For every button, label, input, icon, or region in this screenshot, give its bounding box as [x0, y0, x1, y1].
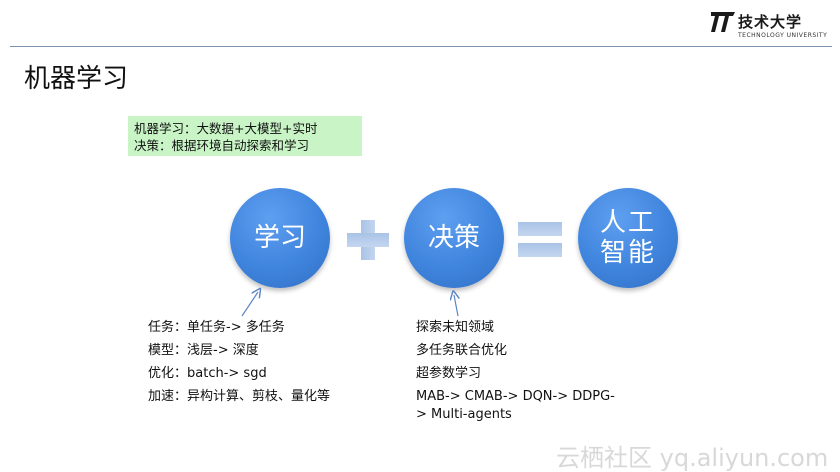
slide-title: 机器学习	[24, 64, 129, 94]
watermark: 云栖社区 yq.aliyun.com	[556, 444, 829, 472]
decision-arrow	[454, 295, 458, 317]
list-item: 探索未知领域	[416, 320, 495, 335]
list-item: MAB-> CMAB-> DQN-> DDPG-	[416, 389, 615, 404]
list-item: 超参数学习	[416, 366, 482, 381]
list-item: 模型：浅层-> 深度	[148, 343, 259, 358]
callout-line: 机器学习：大数据+大模型+实时	[134, 121, 318, 136]
logo-text: 技术大学	[738, 13, 803, 31]
decision-label: 决策	[427, 223, 480, 253]
list-item: 加速：异构计算、剪枝、量化等	[148, 389, 331, 404]
logo-subtext: TECHNOLOGY UNIVERSITY	[738, 32, 828, 39]
learning-circle: 学习	[230, 188, 330, 288]
callout-line: 决策：根据环境自动探索和学习	[134, 138, 310, 153]
header-rule	[10, 46, 832, 47]
list-item: > Multi-agents	[416, 407, 512, 422]
decision-list: 探索未知领域 多任务联合优化 超参数学习 MAB-> CMAB-> DQN-> …	[416, 316, 615, 424]
ai-label: 人工智能	[599, 208, 656, 268]
plus-operator-bar	[347, 233, 389, 247]
learning-label: 学习	[253, 223, 306, 253]
ai-circle: 人工智能	[578, 188, 678, 288]
summary-callout: 机器学习：大数据+大模型+实时 决策：根据环境自动探索和学习	[128, 116, 362, 156]
decision-circle: 决策	[404, 188, 504, 288]
university-logo: 技术大学 TECHNOLOGY UNIVERSITY	[710, 10, 830, 44]
learning-arrow	[241, 292, 258, 317]
list-item: 优化：batch-> sgd	[148, 366, 267, 381]
equals-operator-bar	[518, 243, 562, 257]
tt-logo-icon	[711, 12, 735, 32]
equals-operator	[518, 222, 562, 236]
list-item: 任务：单任务-> 多任务	[148, 320, 285, 335]
list-item: 多任务联合优化	[416, 343, 508, 358]
learning-list: 任务：单任务-> 多任务 模型：浅层-> 深度 优化：batch-> sgd 加…	[148, 316, 330, 408]
